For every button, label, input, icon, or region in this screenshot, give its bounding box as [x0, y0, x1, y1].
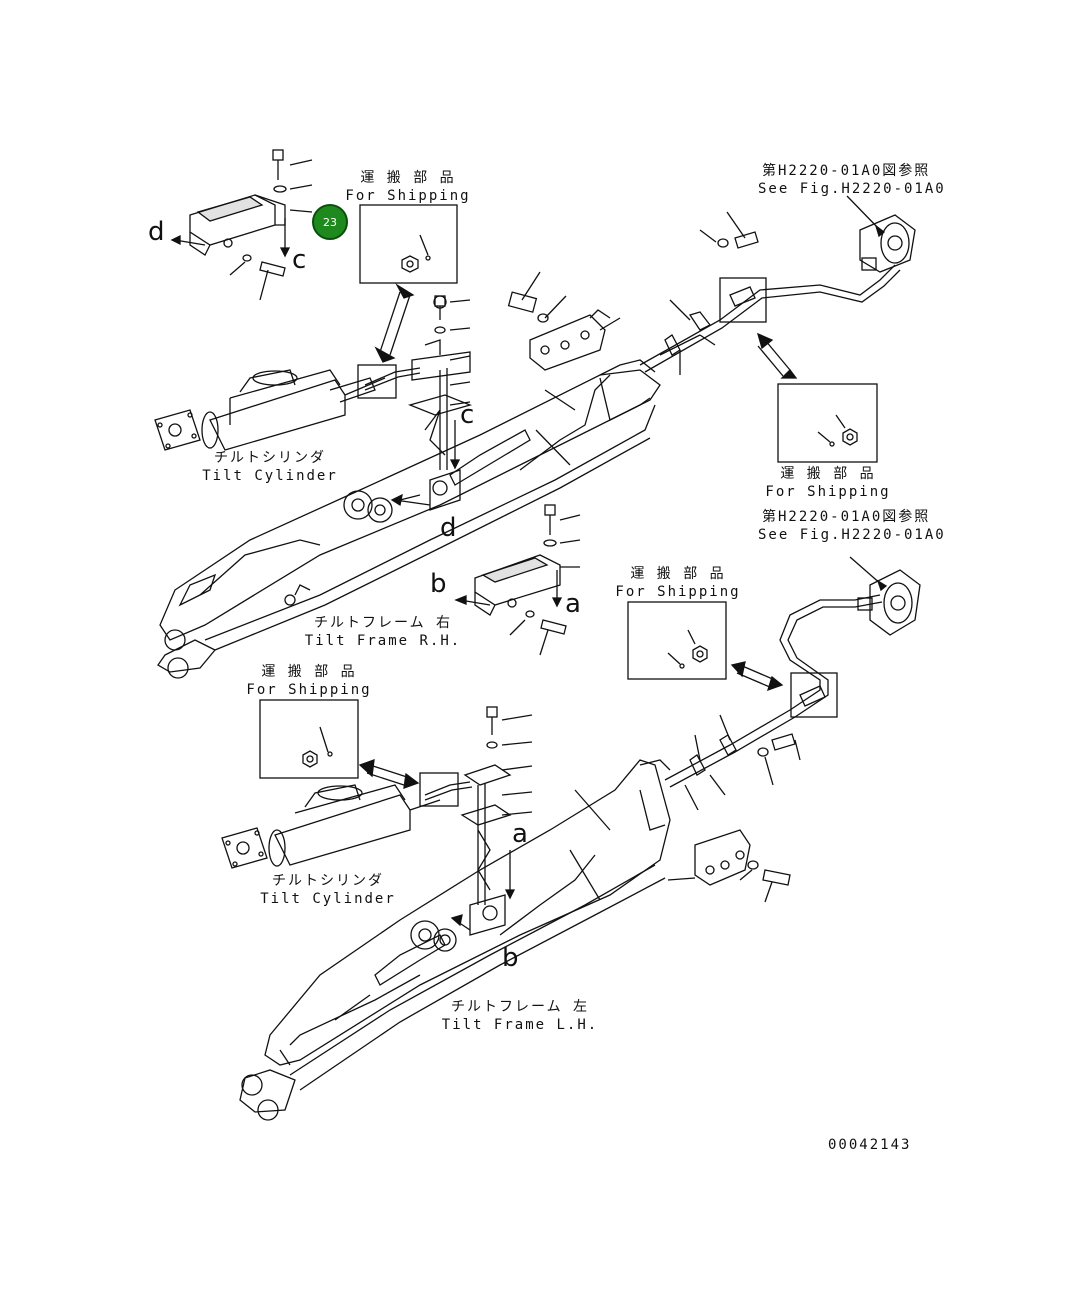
shipping-mid-right-jp: 運 搬 部 品	[630, 566, 726, 582]
view-letter-c-top: c	[292, 245, 307, 275]
double-arrow-1	[374, 283, 415, 363]
double-arrow-3	[730, 661, 784, 692]
ref-mid-jp: 第H2220-01A0図参照	[762, 509, 931, 525]
shipping-box-mid-right	[627, 601, 727, 680]
view-letter-b-mid: b	[430, 569, 447, 599]
tilt-frame-lh-en: Tilt Frame L.H.	[441, 1017, 599, 1033]
tilt-cylinder-upper-jp: チルトシリンダ	[214, 450, 326, 466]
tube-lower-right	[664, 556, 921, 811]
view-letter-c-mid: c	[460, 400, 475, 430]
step-plate-upper	[170, 149, 313, 301]
tilt-cylinder-lower-drawing	[221, 772, 473, 869]
tilt-frame-lh-jp: チルトフレーム 左	[450, 999, 590, 1015]
shipping-bottom-left-en: For Shipping	[246, 682, 372, 698]
tilt-cylinder-upper-drawing	[154, 369, 386, 451]
tube-upper-right	[639, 195, 916, 375]
double-arrow-4	[358, 759, 420, 789]
shipping-box-top-left	[359, 204, 458, 284]
shipping-top-right-jp: 運 搬 部 品	[780, 466, 876, 482]
view-letter-d-top: d	[148, 217, 165, 247]
ref-top-jp: 第H2220-01A0図参照	[762, 163, 931, 179]
double-arrow-2	[756, 332, 798, 379]
shipping-mid-right-en: For Shipping	[615, 584, 741, 600]
bracket-upper	[507, 271, 621, 371]
hose-upper	[357, 295, 473, 470]
tilt-frame-lh-drawing	[239, 759, 671, 1121]
tilt-cylinder-upper-en: Tilt Cylinder	[202, 468, 338, 484]
shipping-top-left-jp: 運 搬 部 品	[360, 170, 456, 186]
view-letter-a-low: a	[512, 819, 528, 849]
tilt-frame-rh-jp: チルトフレーム 右	[313, 615, 453, 631]
ref-mid-en: See Fig.H2220-01A0	[758, 527, 946, 543]
shipping-box-top-right	[777, 383, 878, 463]
shipping-box-bottom-left	[259, 699, 359, 779]
ref-top-en: See Fig.H2220-01A0	[758, 181, 946, 197]
hose-lower	[460, 706, 533, 905]
step-plate-lower	[454, 504, 581, 656]
drawing-number: 00042143	[828, 1137, 912, 1153]
view-letter-a-mid: a	[565, 589, 581, 619]
callout-23[interactable]: 23	[312, 204, 348, 240]
tilt-frame-rh-en: Tilt Frame R.H.	[304, 633, 462, 649]
tilt-cylinder-lower-jp: チルトシリンダ	[272, 873, 384, 889]
shipping-top-left-en: For Shipping	[345, 188, 471, 204]
view-letter-d-mid: d	[440, 513, 457, 543]
view-letter-b-low: b	[502, 943, 519, 973]
shipping-top-right-en: For Shipping	[765, 484, 891, 500]
bracket-lower	[667, 829, 791, 903]
shipping-bottom-left-jp: 運 搬 部 品	[261, 664, 357, 680]
tilt-cylinder-lower-en: Tilt Cylinder	[260, 891, 396, 907]
tilt-frame-rh-drawing	[157, 359, 661, 679]
